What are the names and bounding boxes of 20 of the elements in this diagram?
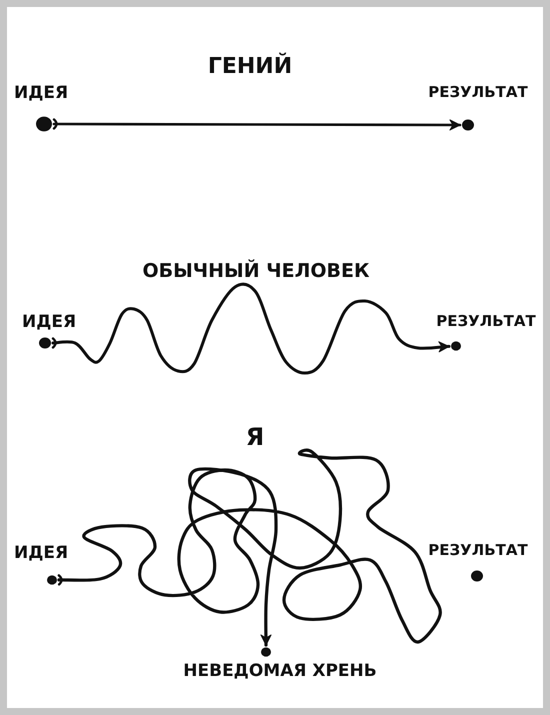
dot-icon [36,116,52,132]
straight-arrow [52,118,462,130]
tangled-arrow [57,448,442,647]
point-label: РЕЗУЛЬТАТ [428,542,528,558]
row-heading: ГЕНИЙ [208,55,292,80]
dot-icon [462,119,474,131]
point-label: ИДЕЯ [14,84,68,103]
point-label: ИДЕЯ [22,313,76,332]
dot-icon [47,575,57,585]
point-label: НЕВЕДОМАЯ ХРЕНЬ [183,662,377,681]
point-label: РЕЗУЛЬТАТ [428,84,528,100]
point-label: РЕЗУЛЬТАТ [436,313,536,330]
row-heading: ОБЫЧНЫЙ ЧЕЛОВЕК [142,261,370,282]
dot-icon [261,647,271,657]
point-label: ИДЕЯ [14,544,68,563]
wavy-arrow [52,282,450,374]
dot-icon [451,341,461,351]
dot-icon [471,570,483,582]
dot-icon [39,337,51,349]
row-heading: Я [246,424,264,450]
